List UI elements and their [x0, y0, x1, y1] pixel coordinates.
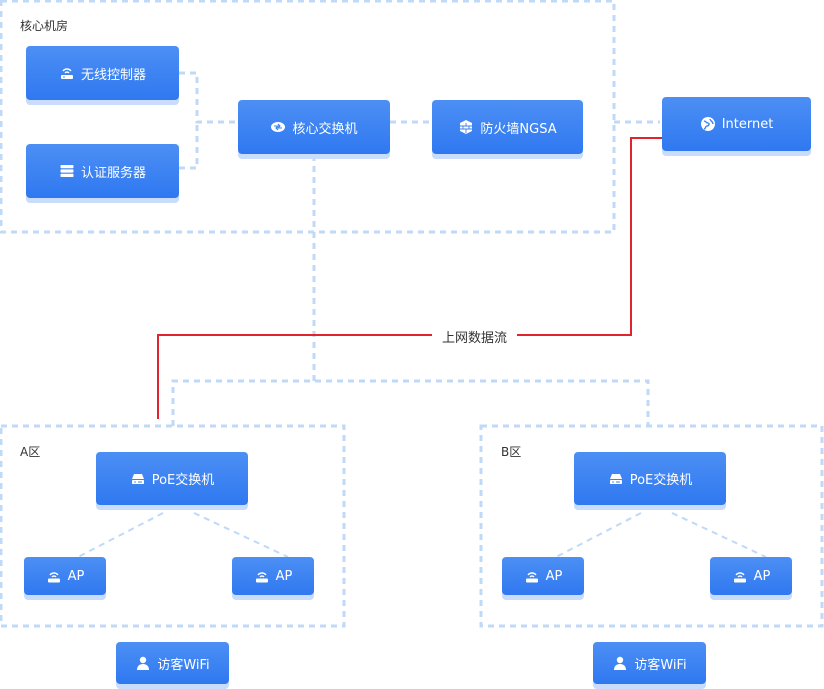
area-b-ap-right-node[interactable]: AP [710, 557, 792, 595]
b-poe-to-ap-right [671, 512, 767, 558]
area-b-poe-switch-label: PoE交换机 [629, 473, 693, 488]
uplink-flow-label: 上网数据流 [432, 327, 518, 346]
user-icon [135, 655, 151, 671]
poe-switch-icon [608, 471, 624, 487]
core-switch-node[interactable]: 核心交换机 [238, 100, 390, 154]
core-room-label: 核心机房 [20, 19, 69, 33]
area-b-frame [479, 424, 824, 628]
core-room-frame [0, 0, 616, 234]
area-b-ap-left-label: AP [545, 568, 563, 584]
area-a-ap-left-label: AP [67, 568, 85, 584]
area-a-guest-wifi-label: 访客WiFi [157, 657, 210, 673]
area-a-guest-wifi-node[interactable]: 访客WiFi [116, 642, 229, 684]
area-b-poe-switch-node[interactable]: PoE交换机 [574, 452, 726, 505]
user-icon [612, 655, 628, 671]
wireless-controller-node[interactable]: 无线控制器 [26, 46, 179, 100]
b-poe-to-ap-left [555, 512, 642, 558]
router-wifi-icon [59, 65, 75, 81]
area-b-label: B区 [501, 445, 522, 459]
server-icon [59, 163, 75, 179]
uplink-flow-line [157, 137, 662, 419]
a-poe-to-ap-left [77, 512, 164, 558]
firewall-label: 防火墙NGSA [480, 121, 557, 137]
area-b-ap-left-node[interactable]: AP [502, 557, 584, 595]
area-b-guest-wifi-node[interactable]: 访客WiFi [593, 642, 706, 684]
auth-server-node[interactable]: 认证服务器 [26, 144, 179, 198]
area-a-label: A区 [20, 445, 41, 459]
ap-icon [254, 568, 270, 584]
area-a-poe-switch-label: PoE交换机 [151, 473, 215, 488]
area-a-ap-right-label: AP [275, 568, 293, 584]
switch-icon [270, 119, 286, 135]
area-a-ap-left-node[interactable]: AP [24, 557, 106, 595]
core-switch-label: 核心交换机 [292, 121, 358, 137]
ap-icon [732, 568, 748, 584]
area-a-frame [0, 424, 346, 628]
a-poe-to-ap-right [193, 512, 289, 558]
poe-switch-icon [130, 471, 146, 487]
wireless-controller-label: 无线控制器 [80, 67, 146, 83]
ap-icon [46, 568, 62, 584]
ap-icon [524, 568, 540, 584]
internet-label: Internet [721, 116, 774, 132]
auth-to-core-link [179, 122, 199, 170]
internet-node[interactable]: Internet [662, 97, 811, 151]
area-b-ap-right-label: AP [753, 568, 771, 584]
auth-server-label: 认证服务器 [80, 165, 146, 181]
area-a-poe-switch-node[interactable]: PoE交换机 [96, 452, 248, 505]
firewall-icon [458, 119, 474, 135]
area-b-guest-wifi-label: 访客WiFi [634, 657, 687, 673]
wlc-to-core-link [179, 71, 238, 124]
area-a-ap-right-node[interactable]: AP [232, 557, 314, 595]
globe-icon [700, 116, 716, 132]
areas-bus [171, 379, 650, 426]
firewall-node[interactable]: 防火墙NGSA [432, 100, 583, 154]
